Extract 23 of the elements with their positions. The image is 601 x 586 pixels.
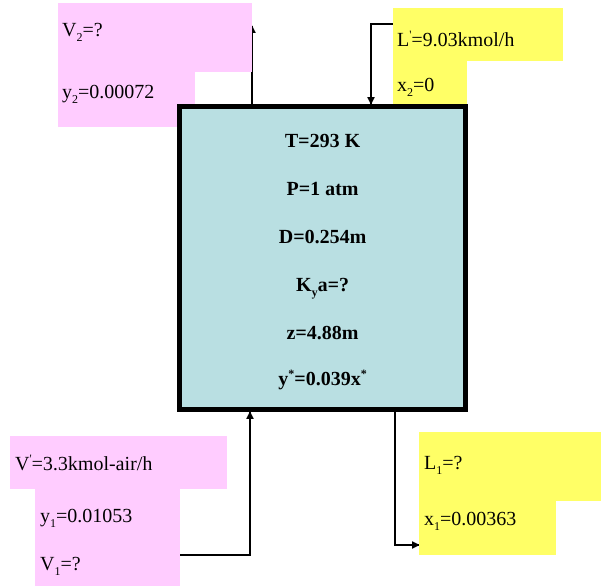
- stream-value: V$_{1}$=?: [40, 552, 81, 576]
- stream-value: x$_{2}$=0: [397, 73, 434, 97]
- flow-arrow: [248, 25, 256, 104]
- stream-tag: [419, 432, 601, 555]
- stream-value: L$^{'}$=9.03kmol/h: [397, 28, 514, 52]
- flow-arrow: [180, 411, 254, 556]
- parameter-text: y$^{*}$=0.039x$^{*}$: [277, 367, 368, 391]
- parameter-text: T=293 K: [284, 129, 362, 153]
- stream-value: L$_{1}$=?: [424, 451, 462, 475]
- stream-tag: [58, 3, 252, 127]
- parameter-text: P=1 atm: [286, 177, 360, 201]
- parameter-text: z=4.88m: [286, 321, 360, 345]
- parameter-text: K$_{y}$a=?: [295, 273, 350, 297]
- stream-tag: [10, 436, 227, 586]
- flow-arrow: [367, 23, 393, 105]
- stream-value: y$_{2}$=0.00072: [62, 80, 154, 104]
- absorption-column: [177, 104, 468, 412]
- stream-value: V$_{2}$=?: [62, 18, 103, 42]
- stream-value: y$_{1}$=0.01053: [40, 504, 132, 528]
- stream-value: x$_{1}$=0.00363: [424, 507, 516, 531]
- stream-value: V$^{'}$=3.3kmol-air/h: [15, 452, 152, 476]
- parameter-text: D=0.254m: [278, 225, 368, 249]
- flow-arrow: [394, 412, 420, 549]
